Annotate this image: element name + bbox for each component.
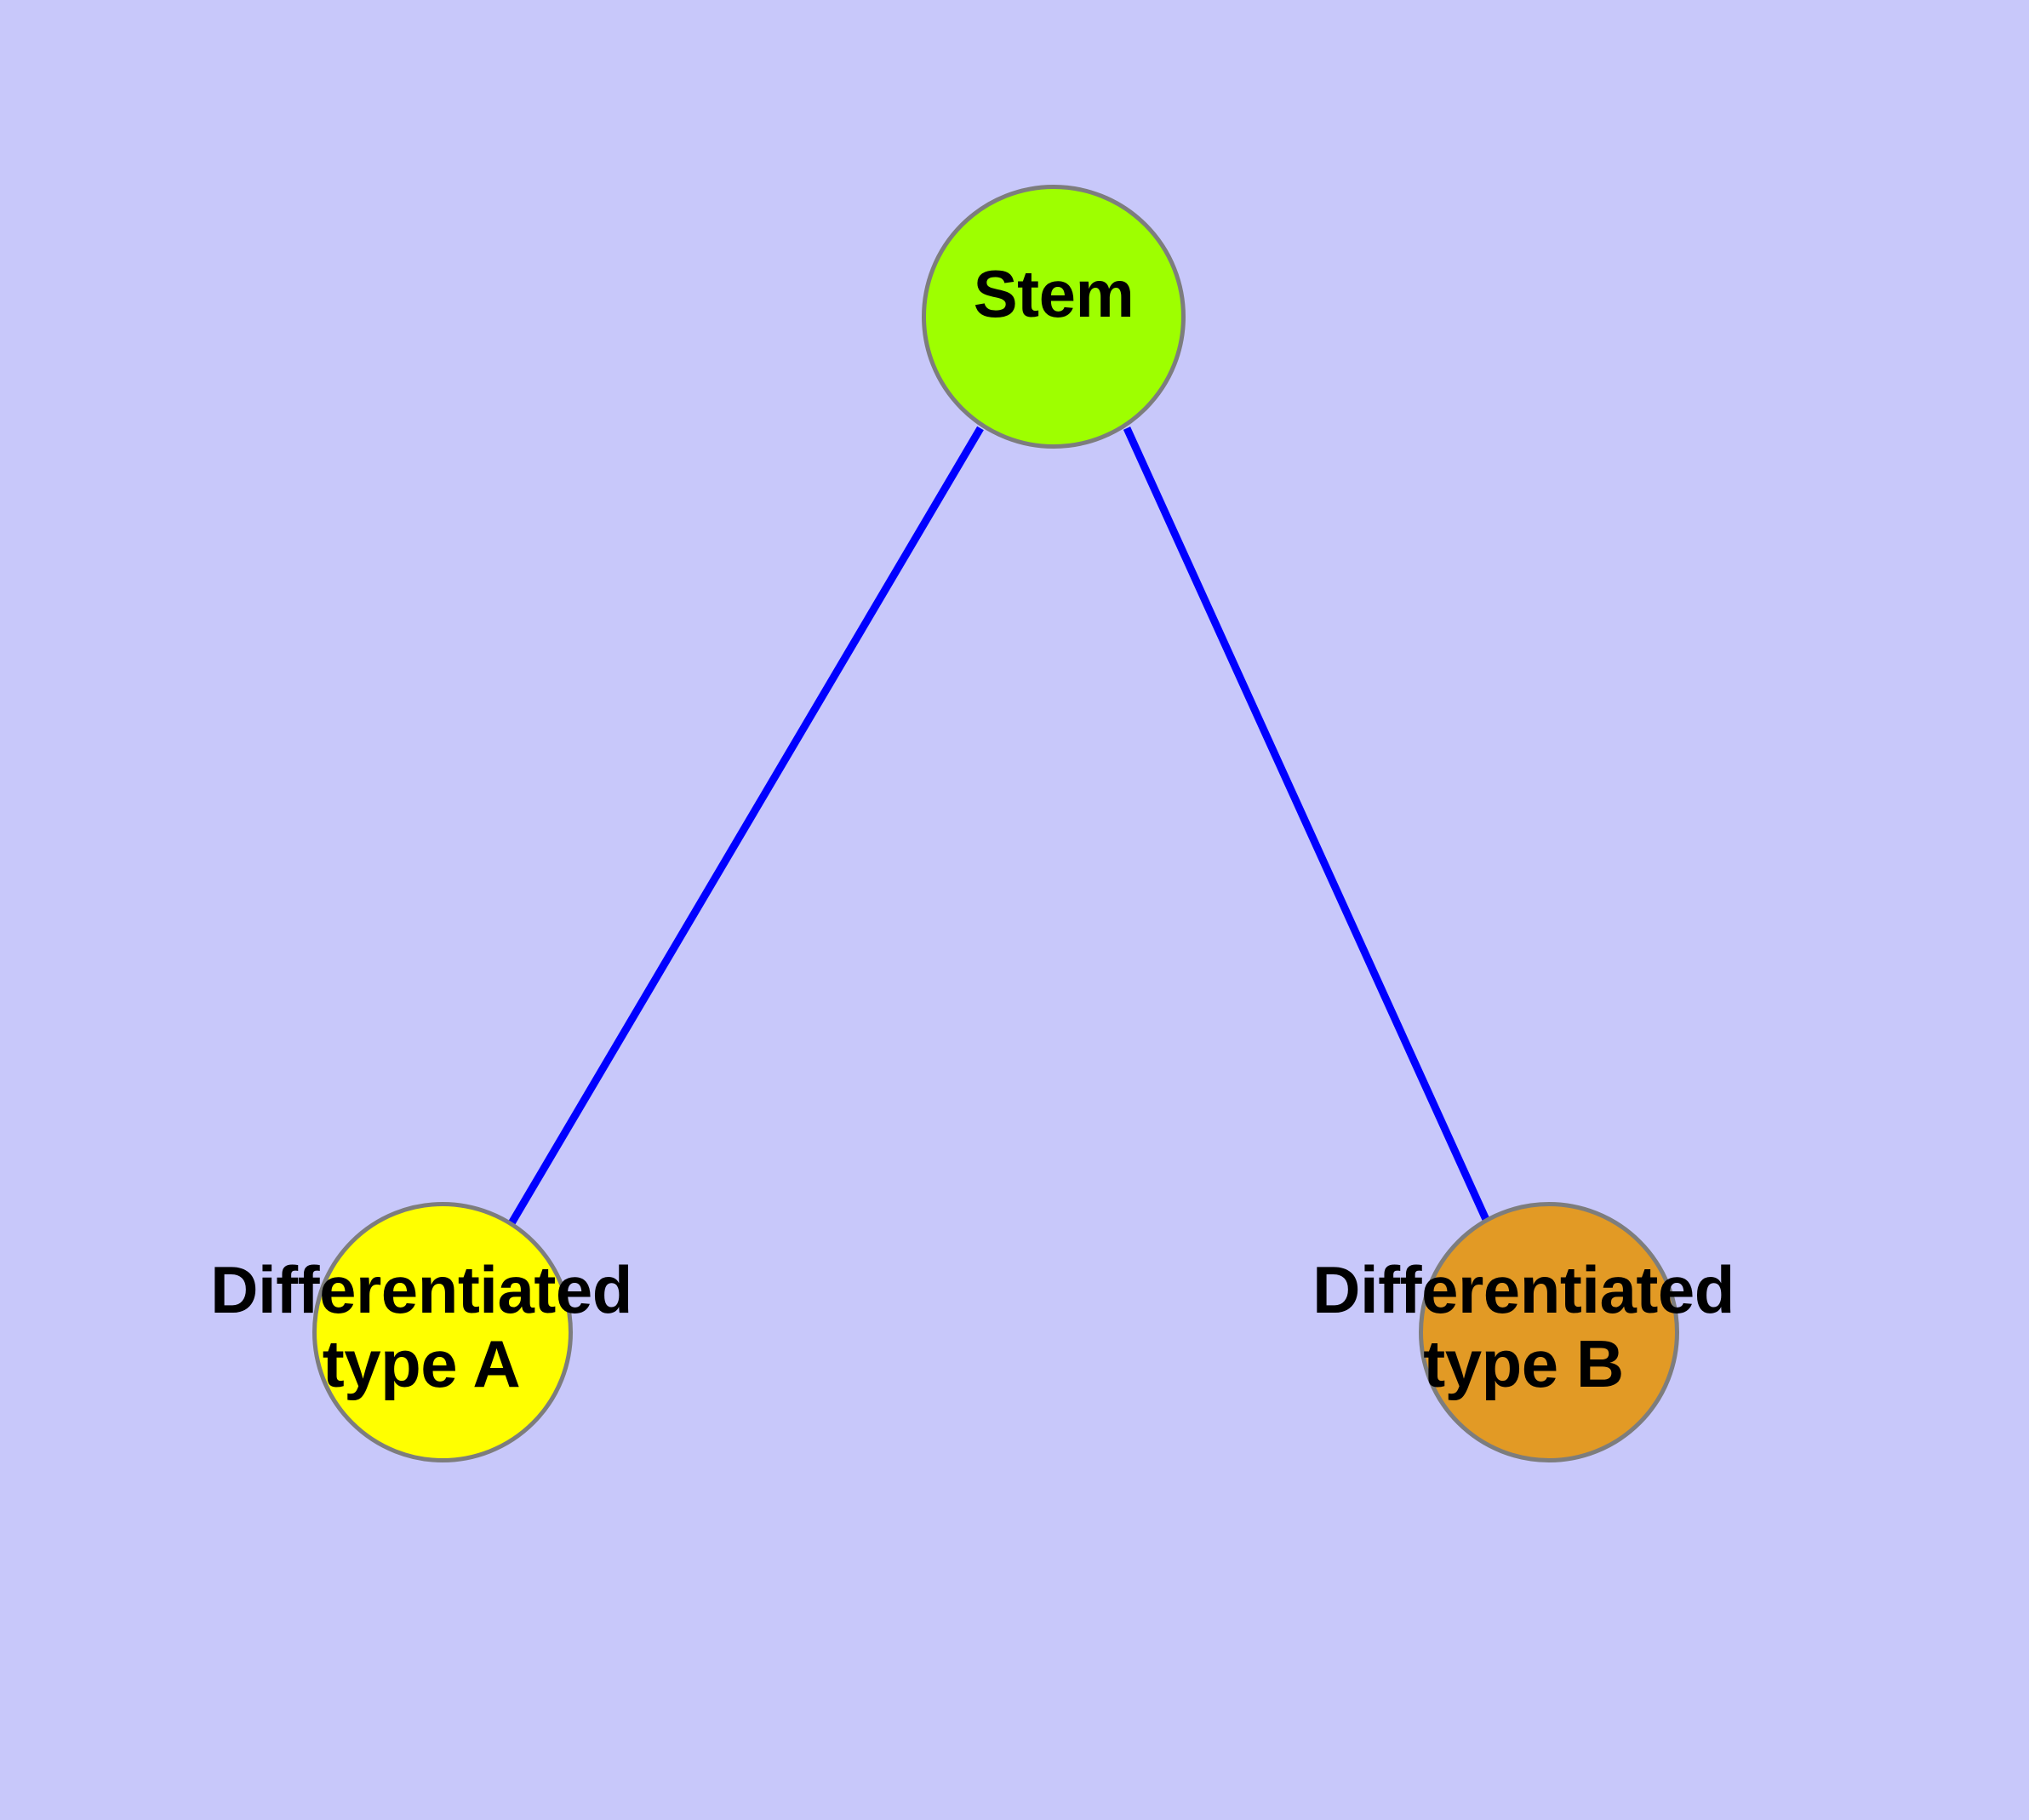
edge-stem-to-differentiated-type-a [508,426,984,1226]
node-differentiated-type-b[interactable] [1419,1202,1679,1462]
node-stem-label: Stem [973,256,1135,331]
node-differentiated-type-b-label: Differentiated type B [1312,1252,1735,1402]
node-differentiated-type-a-label: Differentiated type A [210,1252,632,1402]
node-differentiated-type-a[interactable] [312,1202,573,1462]
node-stem[interactable] [922,185,1186,449]
edge-stem-to-differentiated-type-b [1123,426,1492,1225]
